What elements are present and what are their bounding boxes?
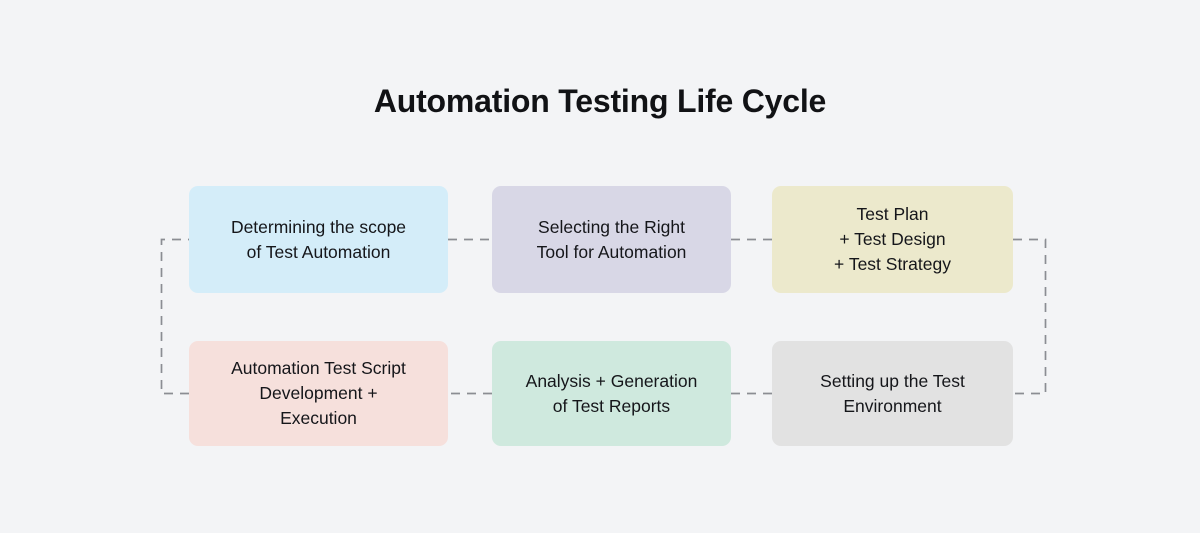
stage-label-determining-scope: Determining the scope of Test Automation [230, 216, 407, 262]
connector-stage6-to-stage1 [160, 238, 189, 395]
page-title: Automation Testing Life Cycle [373, 83, 827, 119]
stage-box-automation-test-script-development[interactable]: Automation Test Script Development + Exe… [189, 341, 448, 446]
stage-label-selecting-tool: Selecting the Right Tool for Automation [536, 216, 687, 262]
connector-stage3-to-stage4 [1013, 238, 1047, 395]
stage-label-test-plan-design-strategy: Test Plan + Test Design + Test Strategy [834, 204, 951, 274]
stage-label-analysis-generation-reports: Analysis + Generation of Test Reports [525, 370, 698, 416]
stage-box-determining-scope[interactable]: Determining the scope of Test Automation [189, 186, 448, 293]
stage-box-setting-up-test-environment[interactable]: Setting up the Test Environment [772, 341, 1013, 446]
stage-label-automation-test-script-development: Automation Test Script Development + Exe… [231, 358, 406, 428]
stage-box-selecting-tool[interactable]: Selecting the Right Tool for Automation [492, 186, 731, 293]
stage-label-setting-up-test-environment: Setting up the Test Environment [820, 370, 965, 416]
stage-box-analysis-generation-reports[interactable]: Analysis + Generation of Test Reports [492, 341, 731, 446]
stage-box-test-plan-design-strategy[interactable]: Test Plan + Test Design + Test Strategy [772, 186, 1013, 293]
